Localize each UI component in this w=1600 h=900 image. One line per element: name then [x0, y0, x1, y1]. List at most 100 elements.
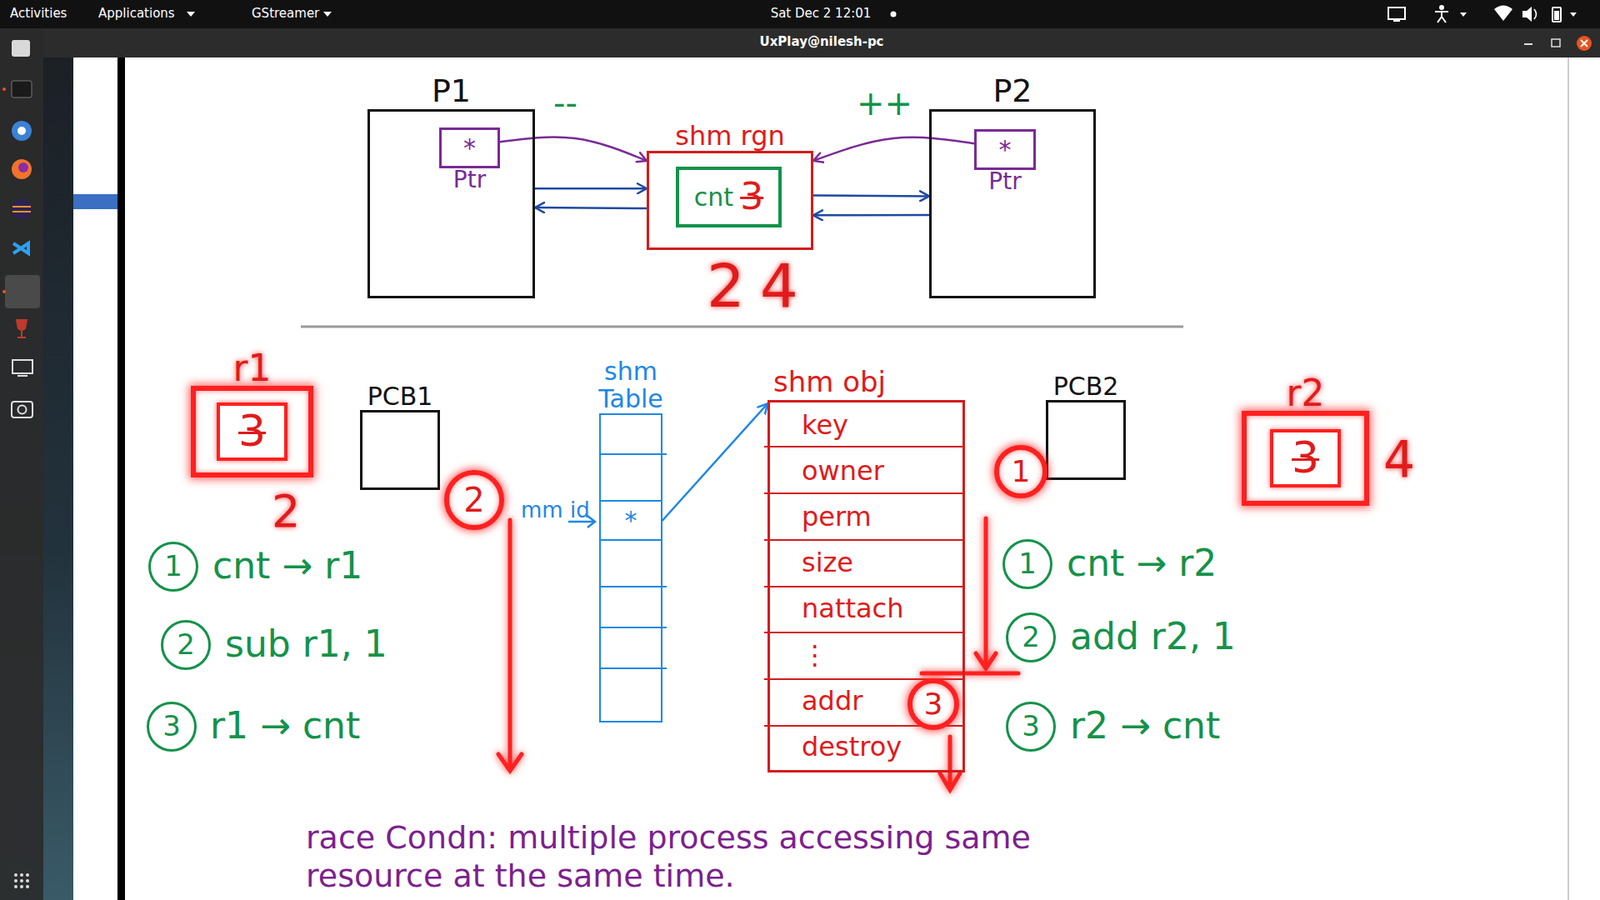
- node-text: 3: [216, 402, 288, 460]
- node-heading: P1: [431, 74, 471, 110]
- eclipse-icon: [11, 199, 32, 220]
- notification-dot: [890, 11, 897, 18]
- clock: Sat Dec 2 12:01: [770, 6, 872, 21]
- step-circle: 2: [1005, 612, 1056, 663]
- pcb-box: PCB1: [360, 410, 440, 490]
- callout-circle: 1: [994, 445, 1048, 499]
- node-text: 3: [1270, 429, 1341, 487]
- drawing-part: [498, 520, 522, 771]
- whiteboard-edge: [117, 57, 125, 900]
- shm-object: shm objkeyownerpermsizenattach⋮addrdestr…: [767, 400, 965, 773]
- node-text: nattach: [801, 586, 904, 633]
- top-bar: [0, 0, 1600, 29]
- menu-item: Activities: [10, 6, 67, 21]
- node-heading: r2: [1285, 373, 1325, 414]
- node-text: 1: [1018, 548, 1037, 580]
- node-text: *: [625, 506, 638, 535]
- instruction-step: r2 → cnt: [1070, 705, 1220, 746]
- node-text: 3: [1021, 710, 1040, 742]
- pointer-box: *Ptr: [439, 127, 500, 169]
- whiteboard: [73, 57, 1600, 900]
- drawing-part: [20, 873, 24, 877]
- access-arrow: [813, 214, 930, 217]
- drawing-part: [764, 631, 965, 634]
- monitor-icon: [12, 360, 33, 374]
- drawing-part: [25, 879, 30, 883]
- drawing-part: [20, 885, 24, 889]
- node-text: 2: [1021, 621, 1040, 653]
- instruction-step: sub r1, 1: [225, 624, 388, 665]
- node-text: 1: [1011, 455, 1031, 489]
- battery-icon: [1552, 7, 1561, 22]
- value-label: 4: [760, 253, 799, 320]
- id-label: mm id: [520, 498, 590, 523]
- callout-circle: 2: [444, 470, 505, 530]
- camera-icon: [18, 405, 27, 415]
- node-heading: PCB1: [367, 382, 434, 410]
- screen-icon-stand: [1393, 20, 1400, 22]
- node-heading: PCB2: [1053, 372, 1120, 400]
- drawing-part: [599, 453, 667, 455]
- pointer-box: *Ptr: [974, 129, 1036, 170]
- register-box: r13: [190, 385, 314, 478]
- wine-icon: [16, 320, 27, 338]
- step-circle: 3: [146, 701, 197, 752]
- step-circle: 1: [1002, 539, 1053, 590]
- table-cell: *: [599, 500, 663, 541]
- process-box: P1*Ptr: [367, 109, 535, 299]
- instruction-step: cnt → r2: [1066, 543, 1217, 584]
- node-text: destroy: [801, 724, 902, 770]
- node-text: key: [801, 402, 849, 449]
- value-label: 4: [1383, 431, 1415, 487]
- drawing-part: [599, 626, 667, 629]
- drawing-part: [25, 885, 30, 889]
- drawing-part: [764, 725, 965, 727]
- step-circle: 1: [148, 541, 199, 592]
- node-heading: r1: [232, 348, 271, 389]
- node-heading: P2: [992, 74, 1032, 110]
- node-text: ⋮: [801, 632, 829, 679]
- menu-caret: [323, 11, 332, 17]
- drawing-part: [25, 873, 30, 877]
- value-label: 2: [271, 486, 300, 536]
- leader-arrow: [568, 515, 595, 528]
- dock: [0, 28, 44, 900]
- node-text: 2: [463, 481, 485, 519]
- menu-caret: [186, 11, 195, 17]
- drawing-part: [921, 671, 1019, 676]
- pointer-arrow: [500, 136, 647, 160]
- callout-circle: 3: [907, 678, 960, 730]
- shared-memory-region: shm rgncnt3: [646, 150, 814, 250]
- camera-icon: [11, 401, 33, 418]
- instruction-step: add r2, 1: [1070, 616, 1236, 657]
- node-text: 3: [740, 176, 764, 217]
- drawing-part: [940, 736, 960, 790]
- screen-icon: [1388, 7, 1405, 20]
- battery-level: [1554, 10, 1560, 20]
- drawing-part: [764, 678, 965, 680]
- maximize-button: [1551, 39, 1560, 47]
- running-dot: [2, 290, 6, 294]
- firefox-icon: [11, 159, 32, 180]
- node-text: *: [463, 134, 476, 162]
- step-circle: 2: [160, 620, 211, 670]
- operator-label: ++: [856, 85, 913, 122]
- instruction-step: r1 → cnt: [210, 705, 360, 746]
- active-app-highlight: [5, 275, 40, 309]
- window-title: UxPlay@nilesh-pc: [759, 35, 884, 50]
- process-box: P2*Ptr: [929, 109, 1096, 299]
- operator-label: --: [553, 85, 578, 122]
- access-arrow: [535, 206, 647, 210]
- step-circle: 3: [1005, 701, 1056, 752]
- node-heading: Ptr: [988, 169, 1021, 195]
- running-dot: [2, 87, 6, 91]
- eclipse-icon: [12, 206, 31, 212]
- files-icon: [11, 40, 30, 57]
- access-arrow: [535, 187, 647, 190]
- speaker-icon: [1522, 6, 1532, 22]
